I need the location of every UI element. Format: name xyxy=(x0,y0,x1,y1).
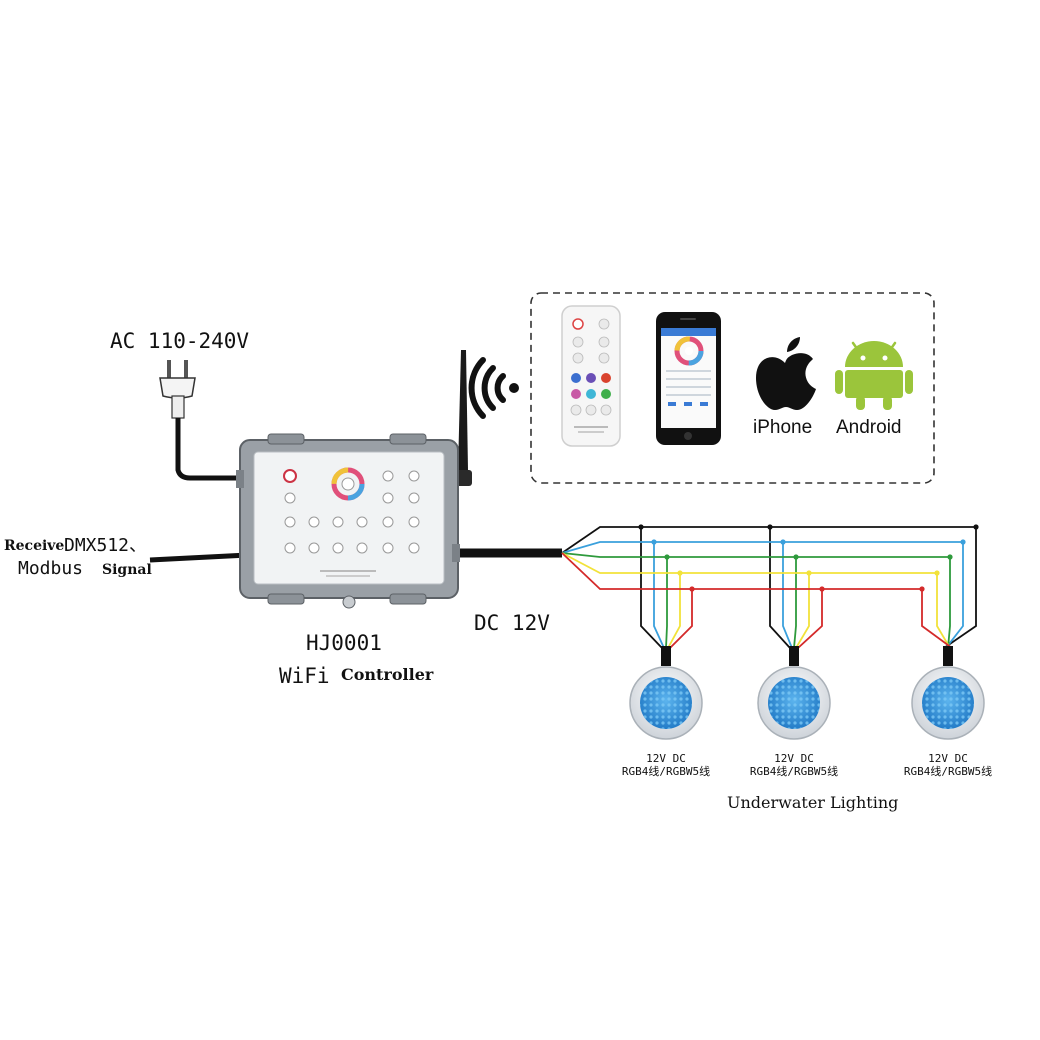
wire-green-drop xyxy=(947,557,951,649)
wire-blue-drop xyxy=(782,542,793,649)
smartphone xyxy=(656,312,721,445)
remote-control xyxy=(561,305,621,447)
android-logo-icon xyxy=(835,341,913,410)
wire-blue-drop xyxy=(653,542,665,649)
light-voltage-label: 12V DC xyxy=(774,752,814,765)
wire-green-bus xyxy=(561,552,950,558)
iphone-label: iPhone xyxy=(753,417,812,438)
wire-blue-drop xyxy=(945,542,964,649)
controller-box xyxy=(236,433,460,609)
light-wiring-label: RGB4线/RGBW5线 xyxy=(904,764,992,778)
modbus-label: Modbus xyxy=(18,558,83,579)
power-button xyxy=(283,469,297,483)
dmx512-label: DMX512、 xyxy=(64,535,147,556)
receive-label: Receive xyxy=(4,538,64,554)
dc-voltage-label: DC 12V xyxy=(474,611,550,635)
underwater-light xyxy=(911,646,985,740)
ac-plug-icon xyxy=(159,360,196,419)
light-wiring-label: RGB4线/RGBW5线 xyxy=(622,764,710,778)
ac-voltage-label: AC 110-240V xyxy=(110,329,249,353)
wire-green-drop xyxy=(793,557,797,649)
wire-black-drop xyxy=(640,527,663,649)
control-devices-frame xyxy=(530,292,935,484)
underwater-light xyxy=(629,646,703,740)
underwater-light xyxy=(757,646,831,740)
wire-blue-bus xyxy=(561,541,963,554)
android-label: Android xyxy=(836,417,902,438)
wire-green-drop xyxy=(665,557,668,649)
signal-label: Signal xyxy=(102,562,152,578)
dmx-input-cable xyxy=(149,552,249,563)
controller-model-label: HJ0001 xyxy=(306,631,382,655)
wiring-harness xyxy=(561,524,979,649)
ac-power-cable xyxy=(175,418,246,481)
wire-yellow-bus xyxy=(561,552,937,574)
wire-black-bus xyxy=(561,526,976,554)
underwater-lighting-caption: Underwater Lighting xyxy=(727,793,898,812)
wire-red-drop xyxy=(669,589,693,649)
controller-panel xyxy=(283,467,420,577)
wire-yellow-drop xyxy=(667,573,681,649)
wire-black-drop xyxy=(769,527,791,649)
light-voltage-label: 12V DC xyxy=(928,752,968,765)
controller-word-label: Controller xyxy=(341,665,434,684)
wire-yellow-drop xyxy=(795,573,810,649)
wire-yellow-drop xyxy=(936,573,951,649)
wire-red-drop xyxy=(797,589,823,649)
light-voltage-label: 12V DC xyxy=(646,752,686,765)
wifi-signal-icon xyxy=(468,357,519,419)
wire-black-drop xyxy=(943,527,977,649)
light-wiring-label: RGB4线/RGBW5线 xyxy=(750,764,838,778)
wifi-label: WiFi xyxy=(279,664,330,688)
wire-red-bus xyxy=(561,552,922,590)
wire-red-drop xyxy=(921,589,953,649)
apple-logo-icon xyxy=(756,337,816,410)
